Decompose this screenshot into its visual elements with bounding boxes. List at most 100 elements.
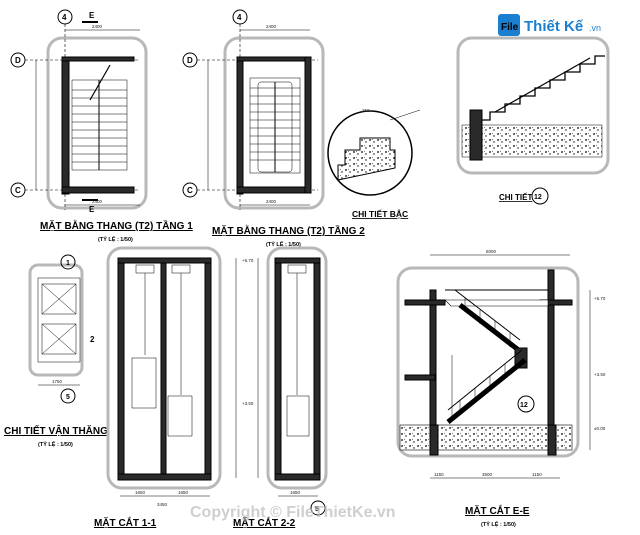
secee-frame: [396, 266, 580, 458]
plan2-wall-left: [236, 56, 244, 195]
detail-12: CHI TIẾT 12: [456, 36, 610, 205]
plan2-dim-top-value: 2400: [266, 24, 277, 29]
elevator-frame: [28, 263, 84, 377]
secee-level-base: ±0.00: [594, 426, 606, 431]
detail12-steps: [470, 55, 605, 121]
detail12-tag: 12: [534, 194, 542, 201]
secee-flight-lower: [446, 358, 527, 424]
detail-step-circle: [327, 110, 413, 196]
sec22-grid-bubble: [310, 500, 326, 516]
plan2-wall-right: [304, 56, 312, 194]
sec11-level-mid: +3.50: [242, 401, 254, 406]
secee-title: MẶT CẮT E-E: [465, 504, 530, 517]
elevator-scale: (TỶ LỆ : 1/50): [38, 440, 73, 448]
secee-tag: 12: [520, 402, 528, 409]
detail12-frame: [456, 36, 610, 175]
detail-step-dim: 250: [362, 108, 370, 113]
detail-step-profile: [337, 137, 396, 181]
sec22-car: [286, 395, 310, 437]
plan1-frame: [46, 36, 148, 210]
secee-flight-upper: [458, 303, 527, 357]
detail12-handrail: [494, 57, 591, 113]
sec22-slab: [274, 473, 321, 481]
sec11-wall-right: [204, 257, 212, 479]
sec11-roof: [117, 257, 212, 264]
secee-beam-mid: [404, 374, 436, 381]
elevator-shaft: [37, 277, 81, 363]
section-e-e: 6000 12 1150 3500 1150 +6.70: [396, 249, 606, 528]
sec11-dim-part2: 1650: [178, 490, 189, 495]
sec11-car-left: [131, 357, 157, 409]
detail12-foundation: [461, 124, 603, 158]
secee-dim-b1: 1150: [434, 472, 444, 477]
plan2-frame: [223, 36, 325, 210]
grid-label-c2: C: [187, 186, 193, 195]
secee-dim-b3: 1150: [532, 472, 542, 477]
sec22-wall-left: [274, 257, 282, 479]
sec22-grid-label: 5: [315, 506, 319, 513]
secee-col-right: [547, 269, 555, 451]
grid-label-1: 1: [66, 260, 70, 267]
detail12-tag-circle: [531, 187, 549, 205]
detail12-title: CHI TIẾT: [499, 192, 532, 202]
elevator-dim-value: 1750: [52, 379, 63, 384]
sec22-title: MẶT CẮT 2-2: [233, 516, 296, 529]
section-1-1: 1650 1650 3450 MẶT CẮT 1-1 +6.70 +3.50: [94, 246, 254, 529]
sec22-dim-value: 1650: [290, 490, 301, 495]
elevator-car-top: [41, 283, 77, 315]
sec11-wall-mid: [160, 257, 167, 479]
detail-step-leader: [389, 109, 421, 121]
grid-bubble-5: [60, 388, 76, 404]
section-mark-e-top: E: [89, 11, 95, 20]
copyright-watermark: Copyright © FileThietKe.vn: [190, 504, 396, 521]
elevator-title: CHI TIẾT VẬN THĂNG: [4, 424, 108, 437]
grid-label-5: 5: [66, 394, 70, 401]
site-logo[interactable]: File Thiết Kế .vn: [498, 14, 601, 36]
plan2-dim-bottom-value: 2400: [266, 199, 277, 204]
elevator-detail: 1 2 5 1750 CHI TIẾT VẬN THĂNG (TỶ LỆ : 1…: [4, 254, 108, 448]
plan2-wall-top: [236, 56, 312, 62]
plan1-wall-bottom: [61, 186, 135, 194]
sec11-frame: [106, 246, 222, 490]
section-mark-e-bottom: E: [89, 205, 95, 214]
logo-domain: .vn: [589, 23, 601, 33]
grid-label-c: C: [15, 186, 21, 195]
plan-floor-2: 4 D C 2400 2400 MẶT: [182, 9, 365, 248]
sec22-frame: [266, 246, 328, 490]
secee-beam-left: [404, 299, 446, 306]
grid-label-d: D: [15, 56, 21, 65]
sec11-title: MẶT CẮT 1-1: [94, 516, 157, 529]
secee-level-top: +6.70: [594, 296, 606, 301]
secee-dim-b2: 3500: [482, 472, 493, 477]
secee-tag-circle: [517, 395, 535, 413]
secee-dim-top-value: 6000: [486, 249, 497, 254]
plan1-wall-left: [61, 56, 70, 195]
sec11-wall-left: [117, 257, 125, 479]
logo-mark: [498, 14, 520, 36]
sec11-dim-total: 3450: [157, 502, 168, 507]
sec22-wall-right: [313, 257, 321, 479]
grid-bubble-1: [60, 254, 76, 270]
plan1-dim-bottom-value: 2400: [92, 199, 103, 204]
elevator-car-bottom: [41, 323, 77, 355]
plan1-title: MẶT BẰNG THANG (T2) TẦNG 1: [40, 219, 193, 232]
detail12-column: [469, 109, 483, 161]
detail-step-title: CHI TIẾT BẬC: [352, 208, 408, 219]
plan-floor-1: 4 E E D C: [10, 9, 193, 243]
plan2-scale: (TỶ LỆ : 1/50): [266, 240, 301, 248]
sec11-slab: [117, 473, 212, 481]
grid-label-d2: D: [187, 56, 193, 65]
grid-label-2: 2: [90, 335, 95, 344]
logo-brand: Thiết Kế: [524, 18, 584, 35]
secee-level-mid: +3.50: [594, 372, 606, 377]
grid-label-4b: 4: [237, 13, 242, 22]
plan1-scale: (TỶ LỆ : 1/50): [98, 235, 133, 243]
grid-label-4: 4: [62, 13, 67, 22]
secee-scale: (TỶ LỆ : 1/50): [481, 520, 516, 528]
section-2-2: 1650 MẶT CẮT 2-2 5: [233, 246, 328, 529]
plan1-wall-top: [61, 56, 135, 62]
plan2-stair-treads: [249, 77, 301, 174]
plan2-wall-bottom: [236, 186, 312, 194]
secee-foundation: [399, 424, 573, 451]
